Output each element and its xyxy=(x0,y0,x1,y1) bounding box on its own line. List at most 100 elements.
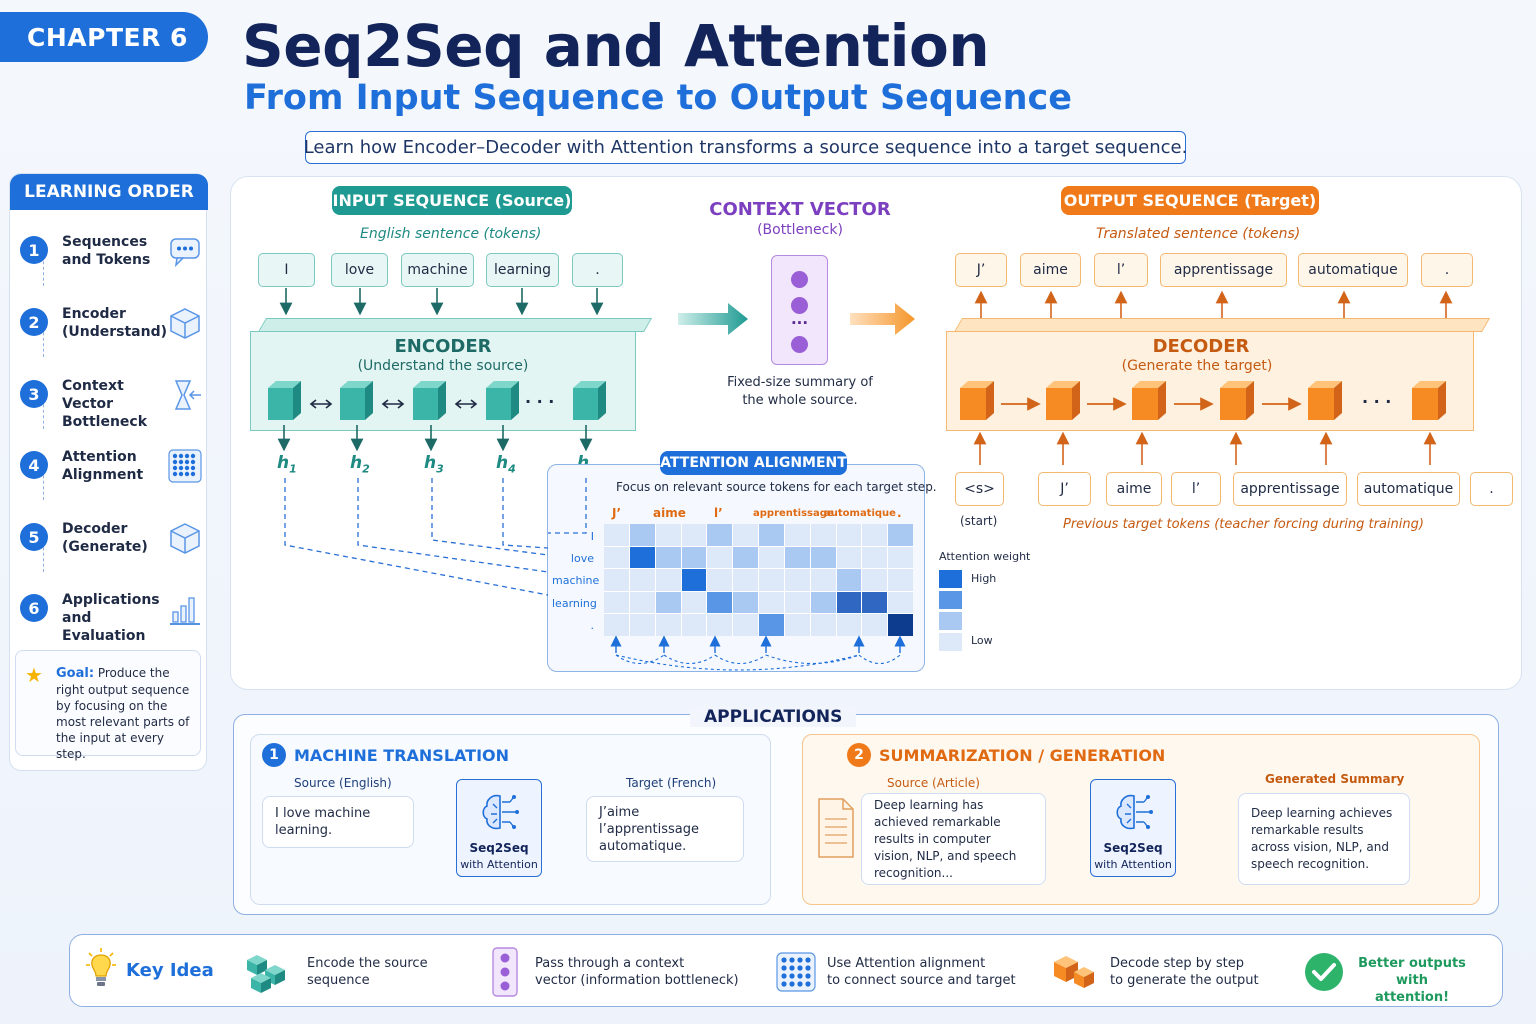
sidebar-step-decoder[interactable]: 5 Decoder(Generate) xyxy=(20,515,205,567)
heatmap-cell xyxy=(629,569,655,591)
output-token: automatique xyxy=(1298,253,1408,287)
heatmap-cell xyxy=(862,591,888,614)
heatmap-cell xyxy=(733,614,758,636)
heatmap-cell xyxy=(604,524,629,546)
brain-circuit-icon xyxy=(1116,794,1153,830)
output-sequence-heading: OUTPUT SEQUENCE (Target) xyxy=(1061,186,1319,215)
output-token: . xyxy=(1421,253,1473,287)
sidebar-step-encoder[interactable]: 2 Encoder(Understand) xyxy=(20,300,205,352)
heatmap-cell xyxy=(784,614,810,636)
heatmap-cell xyxy=(681,614,707,636)
encoder-cube xyxy=(486,381,519,420)
mt-source-text: I love machine learning. xyxy=(262,796,414,848)
output-token: aime xyxy=(1020,253,1081,287)
context-vector-subtitle: (Bottleneck) xyxy=(757,222,843,238)
mt-target-text: J’aime l’apprentissage automatique. xyxy=(586,796,744,862)
hidden-state-arrows xyxy=(277,425,593,452)
decoder-cubes xyxy=(960,381,1446,420)
heatmap-cell xyxy=(681,524,707,546)
key-idea-title: Key Idea xyxy=(126,960,214,981)
attention-row-label: I xyxy=(590,530,594,543)
legend-swatch xyxy=(939,570,962,588)
summarization-source-label: Source (Article) xyxy=(887,776,980,790)
heatmap-cell xyxy=(888,591,913,614)
context-to-decoder-arrow xyxy=(850,303,915,335)
heatmap-cell xyxy=(836,614,862,636)
mt-model-box: Seq2Seq with Attention xyxy=(456,779,542,877)
encoder-cube xyxy=(573,381,606,420)
heatmap-cell xyxy=(836,524,862,546)
heatmap-cell xyxy=(862,614,888,636)
heatmap-cell xyxy=(888,524,913,546)
output-arrows xyxy=(974,290,1453,318)
legend-low-label: Low xyxy=(971,634,993,647)
heatmap-cell xyxy=(629,614,655,636)
star-icon: ★ xyxy=(25,663,43,687)
attention-grid-icon xyxy=(776,952,816,992)
encoder-cube xyxy=(413,381,446,420)
heatmap-cell xyxy=(733,591,758,614)
context-vector-icon xyxy=(492,947,518,997)
heatmap-cell xyxy=(862,524,888,546)
heatmap-cell xyxy=(629,546,655,569)
mt-source-label: Source (English) xyxy=(294,776,392,790)
heatmap-cell xyxy=(759,614,784,636)
heatmap-cell xyxy=(888,546,913,569)
model-sublabel: with Attention xyxy=(460,858,538,871)
heatmap-cell xyxy=(836,546,862,569)
document-icon xyxy=(818,798,854,858)
step-label: Decoder(Generate) xyxy=(62,521,148,555)
hidden-state-label: h4 xyxy=(496,453,516,476)
heatmap-cell xyxy=(604,546,629,569)
context-vector-block: ··· xyxy=(771,255,828,365)
encoder-ellipsis: · · · xyxy=(525,392,555,411)
summarization-model-box: Seq2Seq with Attention xyxy=(1090,779,1176,877)
input-token: I xyxy=(258,253,315,287)
decoder-block xyxy=(946,331,1474,431)
goal-text: Goal: Produce the right output sequence … xyxy=(56,666,190,761)
heatmap-cell xyxy=(733,546,758,569)
attention-col-label: aime xyxy=(653,506,686,520)
step-label: Encoder(Understand) xyxy=(62,306,168,340)
prev-token: automatique xyxy=(1357,472,1460,506)
heatmap-cell xyxy=(759,569,784,591)
attention-caption: Focus on relevant source tokens for each… xyxy=(616,480,937,494)
vector-cell xyxy=(791,336,808,353)
prev-token: l’ xyxy=(1171,472,1221,506)
output-token: apprentissage xyxy=(1160,253,1287,287)
heatmap-cell xyxy=(810,546,836,569)
attention-col-label: apprentissage xyxy=(753,508,834,519)
mt-target-label: Target (French) xyxy=(626,776,717,790)
hidden-state-label: h2 xyxy=(350,453,370,476)
cube-icon xyxy=(170,523,200,554)
heatmap-cell xyxy=(759,546,784,569)
heatmap-cell xyxy=(604,614,629,636)
heatmap-cell xyxy=(707,614,733,636)
heatmap-cell xyxy=(888,614,913,636)
attention-col-label: automatique xyxy=(824,508,896,519)
step-number: 4 xyxy=(20,451,48,479)
model-sublabel: with Attention xyxy=(1094,858,1172,871)
heatmap-cell xyxy=(810,591,836,614)
applications-heading: APPLICATIONS xyxy=(690,707,857,727)
input-sequence-heading: INPUT SEQUENCE (Source) xyxy=(332,186,572,215)
heatmap-cell xyxy=(810,614,836,636)
encoder-subtitle: (Understand the source) xyxy=(357,358,529,374)
attention-up-arrows xyxy=(610,635,906,653)
heatmap-cell xyxy=(836,569,862,591)
step-number: 2 xyxy=(20,308,48,336)
hourglass-icon xyxy=(174,380,201,410)
chat-bubble-icon xyxy=(170,238,200,268)
legend-high-label: High xyxy=(971,572,997,585)
legend-swatch xyxy=(939,591,962,609)
heatmap-cell xyxy=(759,591,784,614)
